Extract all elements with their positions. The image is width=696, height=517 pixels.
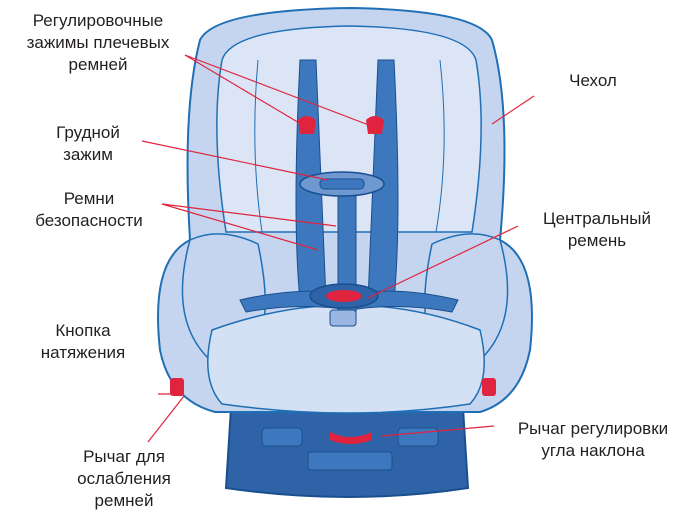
label-line: угла наклона <box>498 440 688 462</box>
label-line: Грудной <box>36 122 140 144</box>
label-harness-belts: Ремни безопасности <box>14 188 164 232</box>
label-chest-clip: Грудной зажим <box>36 122 140 166</box>
label-shoulder-adjusters: Регулировочные зажимы плечевых ремней <box>6 10 190 76</box>
label-line: ремень <box>522 230 672 252</box>
label-line: Чехол <box>548 70 638 92</box>
label-line: зажимы плечевых <box>6 32 190 54</box>
label-line: Центральный <box>522 208 672 230</box>
label-cover: Чехол <box>548 70 638 92</box>
label-line: безопасности <box>14 210 164 232</box>
label-line: Рычаг для <box>64 446 184 468</box>
label-central-strap: Центральный ремень <box>522 208 672 252</box>
side-button-red <box>482 378 496 396</box>
label-line: ремней <box>64 490 184 512</box>
label-line: ослабления <box>64 468 184 490</box>
label-line: зажим <box>36 144 140 166</box>
label-line: Рычаг регулировки <box>498 418 688 440</box>
label-line: натяжения <box>30 342 136 364</box>
label-line: ремней <box>6 54 190 76</box>
tension-button-red <box>170 378 184 396</box>
label-release-lever: Рычаг для ослабления ремней <box>64 446 184 512</box>
label-line: Регулировочные <box>6 10 190 32</box>
shoulder-adjuster-left <box>298 116 316 134</box>
label-tension-button: Кнопка натяжения <box>30 320 136 364</box>
label-recline-lever: Рычаг регулировки угла наклона <box>498 418 688 462</box>
label-line: Кнопка <box>30 320 136 342</box>
chest-clip <box>300 172 384 196</box>
label-line: Ремни <box>14 188 164 210</box>
